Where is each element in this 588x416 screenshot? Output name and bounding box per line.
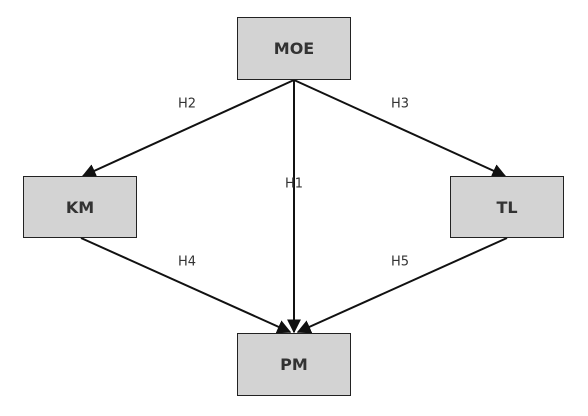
edge-h3-moe-tl [293, 79, 507, 178]
edge-h2-moe-km [81, 79, 295, 178]
node-moe-label: MOE [273, 39, 315, 58]
node-pm-label: PM [280, 355, 308, 374]
edge-h4-km-pm [80, 237, 292, 334]
edge-label-h3: H3 [390, 96, 410, 112]
edge-label-h1: H1 [284, 176, 304, 192]
edge-h5-tl-pm [296, 237, 508, 334]
node-km-label: KM [65, 197, 95, 217]
node-pm: PM [237, 333, 351, 396]
node-moe: MOE [237, 17, 351, 80]
node-tl: TL [450, 176, 564, 238]
node-tl-label: TL [496, 197, 518, 217]
edge-label-h2: H2 [177, 96, 197, 112]
edge-label-h5: H5 [390, 254, 410, 270]
node-km: KM [23, 176, 137, 238]
edge-label-h4: H4 [177, 254, 197, 270]
